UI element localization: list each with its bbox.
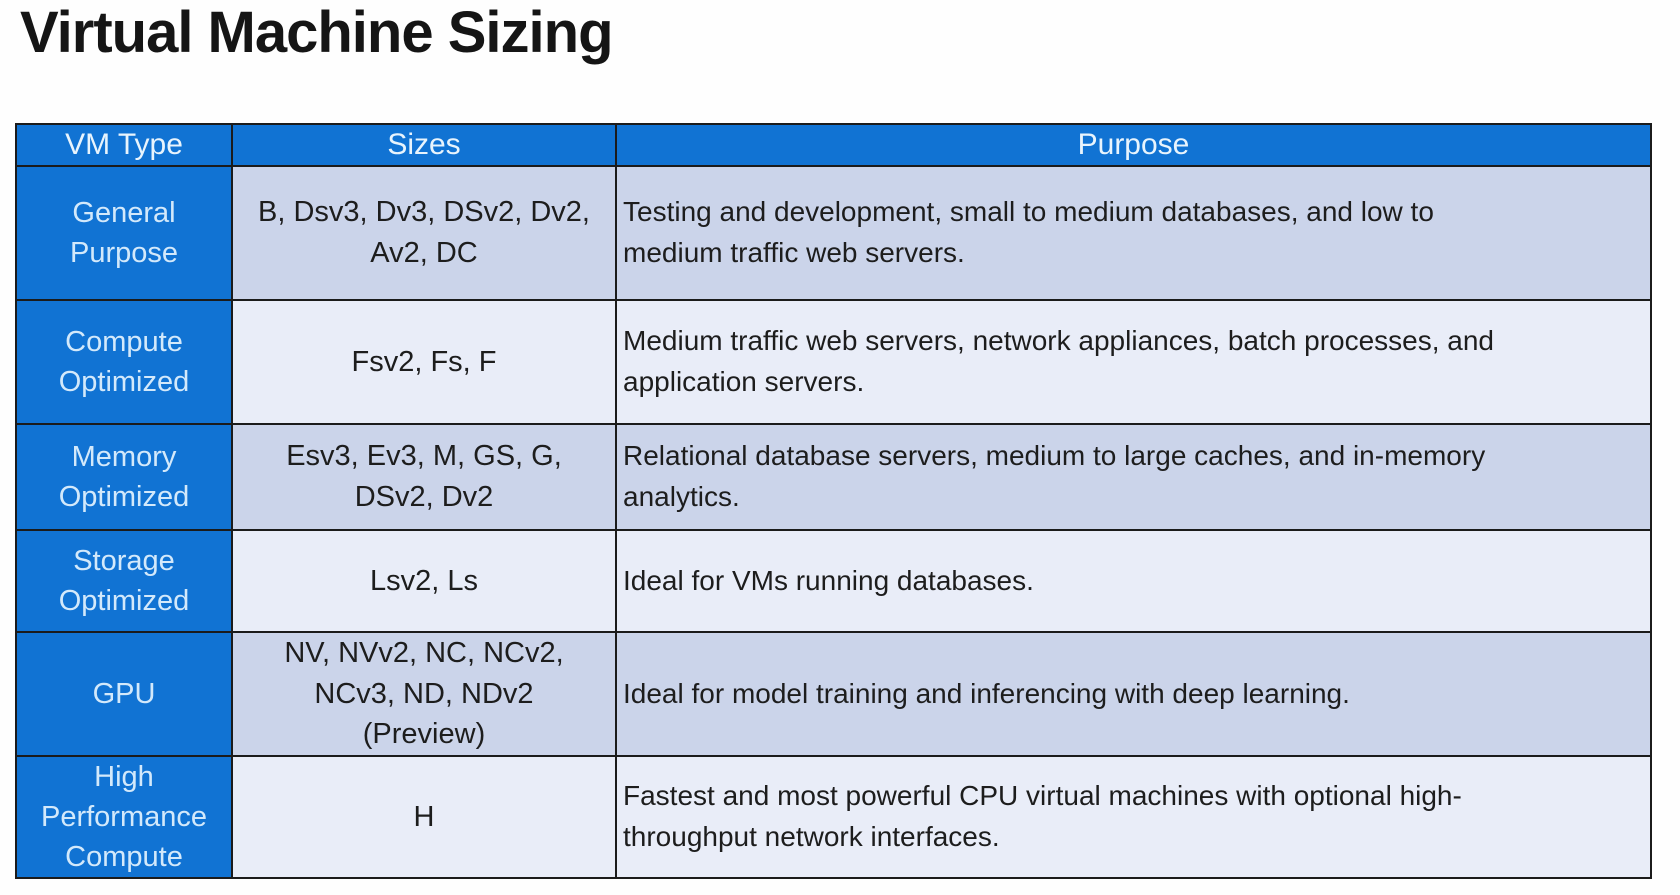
sizes-cell: Esv3, Ev3, M, GS, G, DSv2, Dv2: [231, 423, 617, 531]
vm-type-cell: Memory Optimized: [15, 423, 233, 531]
purpose-cell: Ideal for model training and inferencing…: [615, 631, 1652, 757]
vm-type-cell: General Purpose: [15, 165, 233, 301]
purpose-cell: Fastest and most powerful CPU virtual ma…: [615, 754, 1652, 879]
table-row: General Purpose B, Dsv3, Dv3, DSv2, Dv2,…: [15, 165, 1652, 301]
sizes-cell: Lsv2, Ls: [231, 529, 617, 633]
column-header-purpose: Purpose: [615, 123, 1652, 167]
sizes-cell: H: [231, 754, 617, 879]
column-header-vm-type: VM Type: [15, 123, 233, 167]
vm-type-cell: Storage Optimized: [15, 529, 233, 633]
purpose-cell: Testing and development, small to medium…: [615, 165, 1652, 301]
purpose-cell: Medium traffic web servers, network appl…: [615, 299, 1652, 425]
column-header-sizes: Sizes: [231, 123, 617, 167]
page-title: Virtual Machine Sizing: [20, 0, 613, 65]
vm-type-cell: Compute Optimized: [15, 299, 233, 425]
vm-type-cell: High Performance Compute: [15, 754, 233, 879]
table-row: Storage Optimized Lsv2, Ls Ideal for VMs…: [15, 529, 1652, 633]
table-header-row: VM Type Sizes Purpose: [15, 123, 1652, 167]
vm-sizing-table: VM Type Sizes Purpose General Purpose B,…: [15, 123, 1652, 879]
table-row: Compute Optimized Fsv2, Fs, F Medium tra…: [15, 299, 1652, 425]
purpose-cell: Ideal for VMs running databases.: [615, 529, 1652, 633]
table-row: High Performance Compute H Fastest and m…: [15, 754, 1652, 879]
purpose-cell: Relational database servers, medium to l…: [615, 423, 1652, 531]
table-row: GPU NV, NVv2, NC, NCv2, NCv3, ND, NDv2 (…: [15, 631, 1652, 757]
table-row: Memory Optimized Esv3, Ev3, M, GS, G, DS…: [15, 423, 1652, 531]
sizes-cell: Fsv2, Fs, F: [231, 299, 617, 425]
sizes-cell: NV, NVv2, NC, NCv2, NCv3, ND, NDv2 (Prev…: [231, 631, 617, 757]
vm-type-cell: GPU: [15, 631, 233, 757]
sizes-cell: B, Dsv3, Dv3, DSv2, Dv2, Av2, DC: [231, 165, 617, 301]
